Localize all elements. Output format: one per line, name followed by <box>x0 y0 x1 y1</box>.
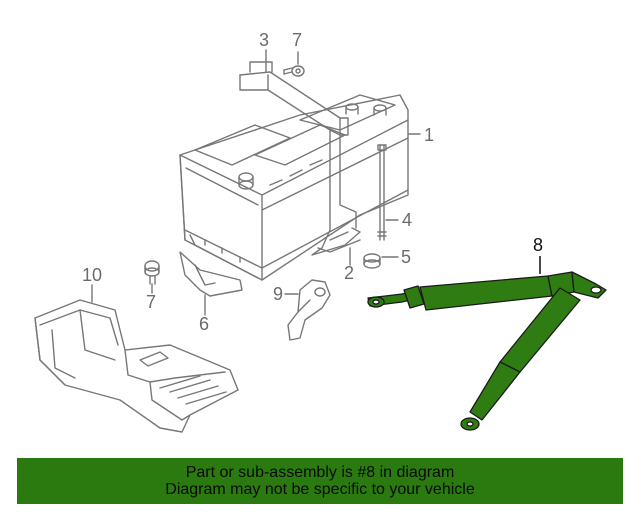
callout-3: 3 <box>259 30 269 50</box>
battery <box>179 94 409 281</box>
banner-line-1: Part or sub-assembly is #8 in diagram <box>185 464 455 481</box>
callout-5: 5 <box>401 247 411 267</box>
callout-9: 9 <box>273 284 283 304</box>
bolt-7-top <box>283 65 305 77</box>
callout-7-lower: 7 <box>146 292 156 312</box>
callout-6: 6 <box>199 314 209 334</box>
nut <box>363 253 381 269</box>
hold-down-bracket <box>239 61 361 256</box>
info-banner: Part or sub-assembly is #8 in diagram Di… <box>17 458 623 504</box>
callout-4: 4 <box>402 210 412 230</box>
callout-1: 1 <box>424 125 434 145</box>
bolt-7-lower <box>144 260 160 285</box>
j-bolt <box>377 144 387 241</box>
callout-2: 2 <box>344 263 354 283</box>
callout-10: 10 <box>82 265 102 285</box>
battery-tray <box>34 299 239 433</box>
strut-lower <box>460 287 581 431</box>
callout-8: 8 <box>533 235 543 255</box>
callout-7-top: 7 <box>292 30 302 50</box>
bracket-9 <box>287 279 331 341</box>
bracket-6 <box>179 251 243 297</box>
strut-upper <box>367 271 607 311</box>
banner-line-2: Diagram may not be specific to your vehi… <box>165 481 475 498</box>
leader-lines <box>91 49 421 316</box>
support-strut-assembly <box>367 256 607 431</box>
